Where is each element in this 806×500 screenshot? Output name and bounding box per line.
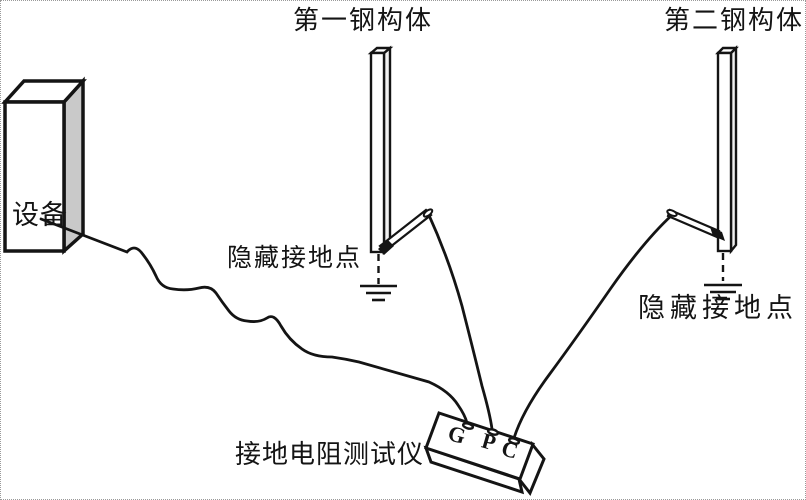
steel-bar-2 [715,45,739,255]
terminal-p [486,428,500,436]
hidden-ground-point-2 [704,253,742,301]
probe1-cap [422,208,434,218]
hidden-ground-point-1-label: 隐藏接地点 [227,245,363,272]
steel-structure-1-label: 第一钢构体 [293,6,434,35]
probe-clamp-2 [666,208,725,241]
probe-clamp-1 [378,208,434,255]
terminal-g [461,422,475,430]
probe1-contact [378,240,394,255]
device-label: 设备 [12,200,68,230]
terminal-c-label: C [499,435,521,463]
bar2-lead-wire [512,213,674,440]
hidden-ground-point-1 [360,254,397,302]
tester-label: 接地电阻测试仪 [235,440,425,469]
bar1-front-face [369,51,386,254]
ground-symbol-2 [704,283,742,301]
tester-box [423,411,546,496]
device-front-face [3,100,66,253]
tester-face [424,411,535,481]
steel-bar-1 [367,45,394,255]
probe2-cap [666,209,678,217]
terminal-g-label: G [445,420,468,449]
ground-symbol-1 [360,284,397,302]
bar2-front-face [716,51,733,253]
probe2-contact [710,227,725,241]
bar1-lead-wire [426,211,494,431]
hidden-ground-point-2-label: 隐藏接地点 [638,293,798,323]
terminal-p-label: P [479,428,499,456]
steel-structure-2-label: 第二钢构体 [664,6,805,35]
device-lead-wire-wavy [39,217,469,425]
tester-terminals [461,422,521,445]
terminal-c [507,437,521,445]
